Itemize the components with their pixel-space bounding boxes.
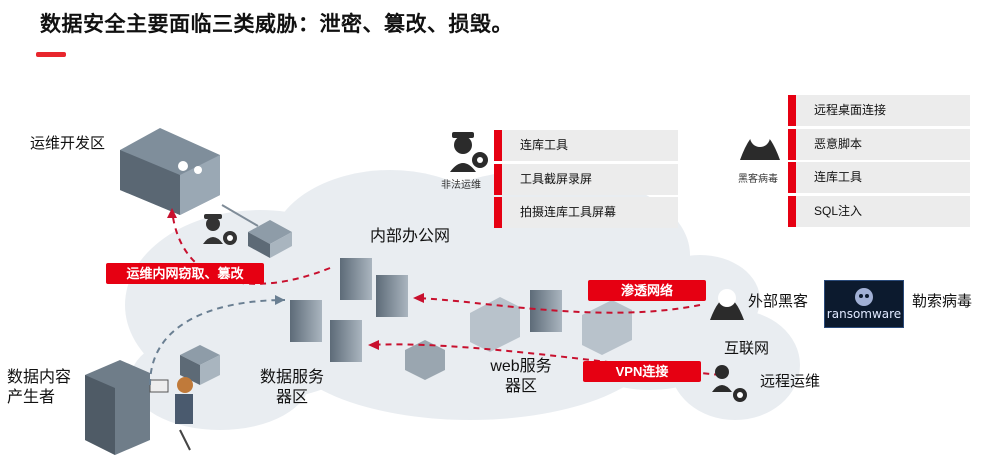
upload-path bbox=[149, 299, 286, 386]
hacker-method-list: 远程桌面连接 恶意脚本 连库工具 SQL注入 bbox=[788, 95, 970, 229]
dev-zone-label: 运维开发区 bbox=[30, 135, 106, 152]
office-building-icon bbox=[85, 360, 150, 455]
person-laptop-icon bbox=[149, 377, 193, 451]
switch-icon bbox=[180, 345, 220, 385]
illegal-ops-label: 非法运维 bbox=[441, 180, 481, 191]
penetration-path bbox=[414, 297, 701, 314]
list-item: 连库工具 bbox=[494, 130, 678, 161]
ransomware-label: 勒索病毒 bbox=[912, 293, 973, 310]
list-item: 拍摄连库工具屏幕 bbox=[494, 197, 678, 228]
list-item: 远程桌面连接 bbox=[788, 95, 970, 126]
ransomware-image-text: ransomware bbox=[826, 307, 902, 321]
remote-ops-label: 远程运维 bbox=[760, 373, 821, 390]
web-server-zone-label: web服务器区 bbox=[490, 358, 552, 395]
internet-label: 互联网 bbox=[724, 340, 770, 357]
internal-theft-tag: 运维内网窃取、篡改 bbox=[106, 263, 264, 284]
ransomware-image: ransomware bbox=[824, 280, 904, 328]
hacker-virus-label: 黑客病毒 bbox=[738, 174, 778, 185]
external-hacker-label: 外部黑客 bbox=[748, 293, 809, 310]
penetration-tag: 渗透网络 bbox=[588, 280, 706, 301]
office-net-label: 内部办公网 bbox=[370, 228, 451, 245]
vpn-tag: VPN连接 bbox=[583, 361, 701, 382]
illegal-ops-method-list: 连库工具 工具截屏录屏 拍摄连库工具屏幕 bbox=[494, 130, 678, 231]
skull-icon bbox=[855, 288, 873, 306]
vpn-path bbox=[369, 343, 721, 376]
list-item: 恶意脚本 bbox=[788, 128, 970, 160]
page-title: 数据安全主要面临三类威胁：泄密、篡改、损毁。 bbox=[40, 13, 513, 36]
gear-icon bbox=[223, 231, 237, 245]
gear-icon bbox=[472, 152, 747, 402]
data-producer-label: 数据内容产生者 bbox=[7, 369, 72, 406]
list-item: SQL注入 bbox=[788, 195, 970, 227]
hooded-hacker-icon bbox=[710, 127, 780, 320]
data-server-zone-label: 数据服务器区 bbox=[259, 369, 324, 406]
title-underline bbox=[36, 52, 66, 57]
firewall-icon bbox=[405, 297, 632, 380]
worker-icon bbox=[203, 214, 223, 244]
list-item: 连库工具 bbox=[788, 162, 970, 193]
list-item: 工具截屏录屏 bbox=[494, 163, 678, 195]
switch-icon bbox=[248, 220, 292, 258]
building-icon bbox=[120, 128, 220, 215]
worker-icon bbox=[450, 132, 732, 392]
